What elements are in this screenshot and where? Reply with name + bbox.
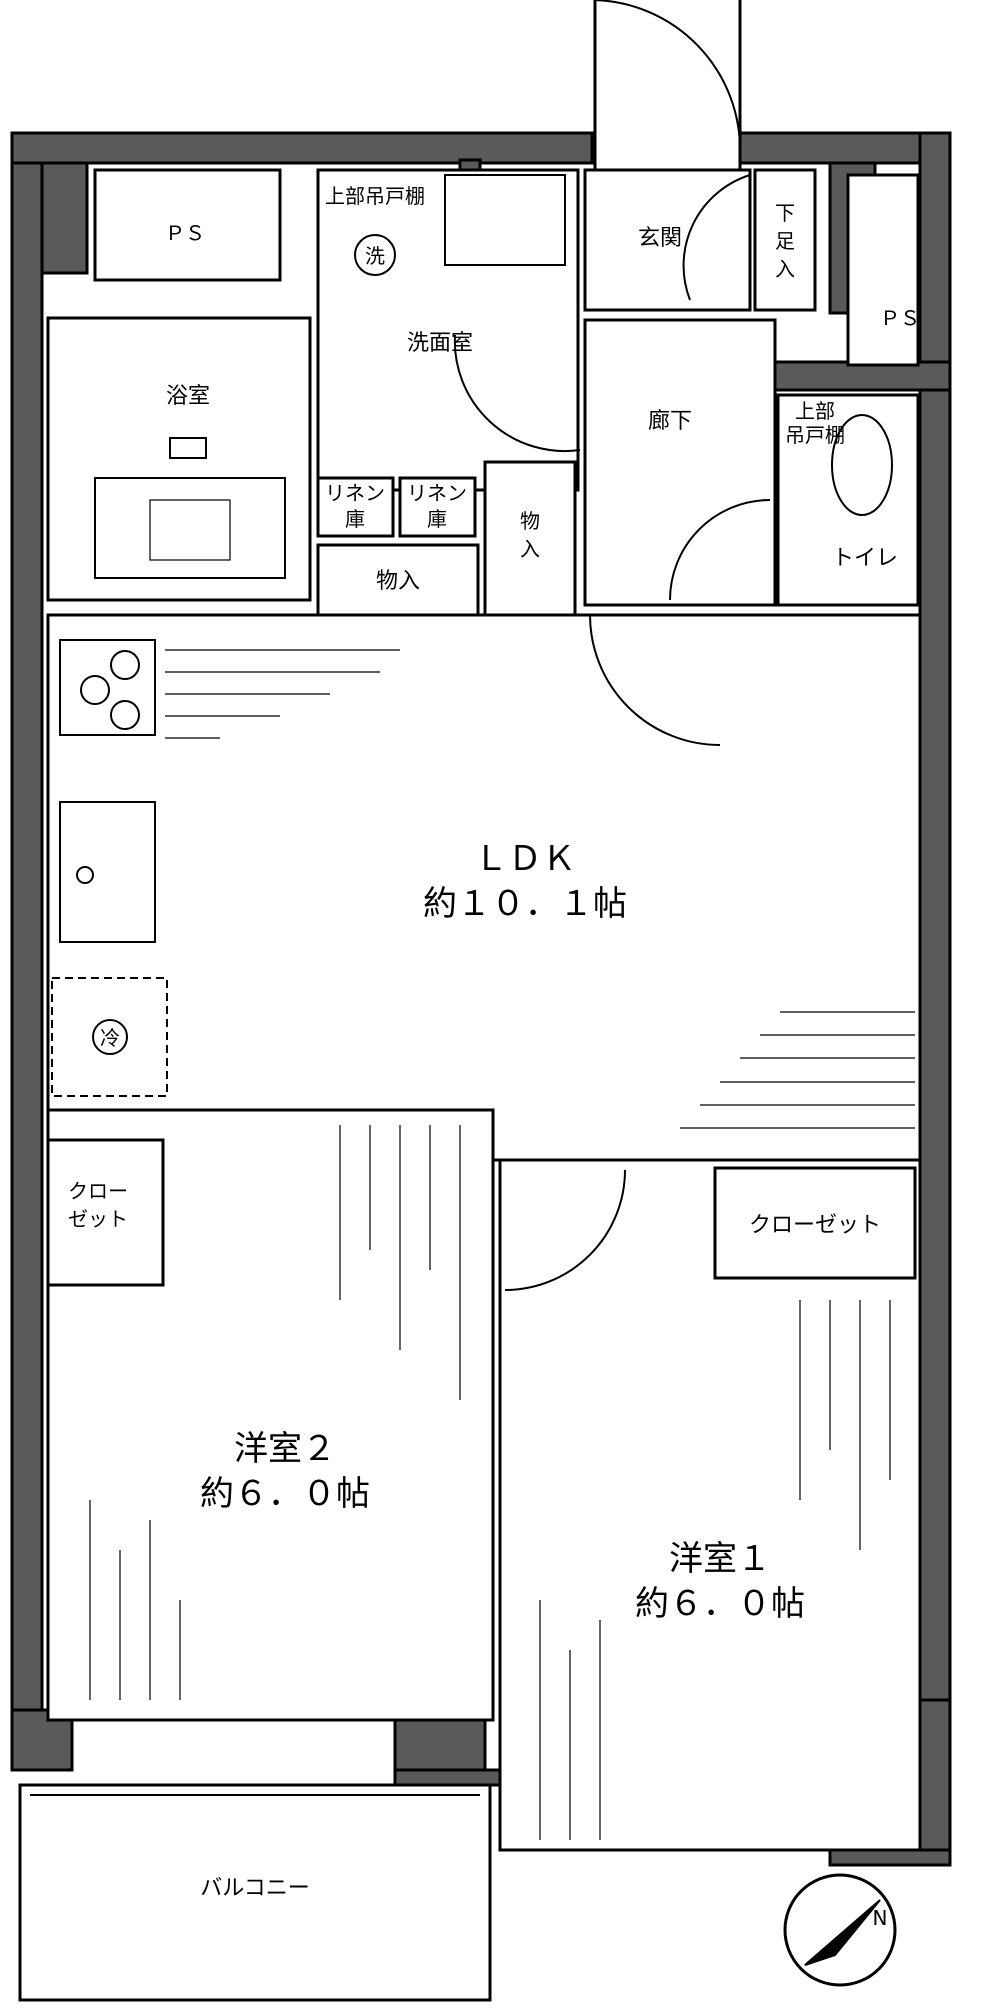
balcony-label: バルコニー [200, 1876, 310, 1901]
washroom-label: 洗面室 [407, 331, 473, 356]
ldk-door-swing [589, 614, 721, 746]
entrance-label: 玄関 [638, 226, 682, 251]
closet-right [713, 1166, 917, 1280]
flooring-lines-ldk [165, 649, 915, 1129]
western-room-2-size: 約６．０帖 [200, 1474, 370, 1514]
hallway [583, 318, 777, 607]
compass: N [783, 1873, 897, 1987]
linen-1-label-2: 庫 [345, 507, 365, 531]
compass-ring [783, 1873, 897, 1987]
ps-top [93, 168, 282, 282]
compass-north-label: N [873, 1906, 888, 1930]
upper-cabinet-1-label: 上部吊戸棚 [325, 184, 425, 208]
ldk-name: ＬＤＫ [474, 839, 576, 879]
upper-cabinet-2-label-2: 吊戸棚 [785, 423, 845, 447]
closet-left-label-1: クロー [68, 1179, 128, 1203]
entrance-inner-door [682, 174, 751, 301]
toilet-label: トイレ [832, 546, 898, 571]
flooring-lines-western2 [89, 1125, 461, 1700]
entrance [583, 168, 752, 312]
storage-2-label-2: 入 [520, 537, 540, 561]
shoe-box [753, 168, 817, 312]
bath-drain [149, 499, 231, 561]
western-room-1-name: 洋室１ [669, 1539, 771, 1579]
linen-2 [398, 476, 477, 538]
storage-2 [483, 460, 577, 617]
upper-cabinet-2-label-1: 上部 [795, 399, 835, 423]
linen-1-label-1: リネン [325, 481, 385, 505]
shoe-box-label-2: 足 [775, 229, 795, 253]
washer-icon [354, 234, 396, 276]
bathroom-label: 浴室 [166, 384, 210, 409]
ldk [46, 613, 922, 1162]
western-room-1-size: 約６．０帖 [635, 1584, 805, 1624]
washer-label: 洗 [365, 244, 385, 268]
ps-right [846, 173, 920, 367]
ps-right-label: ＰＳ [880, 306, 920, 330]
shoe-box-label-3: 入 [775, 257, 795, 281]
burner-3 [110, 700, 140, 730]
toilet-bowl [831, 414, 893, 516]
sink-drain [76, 866, 94, 884]
entrance-door [593, 0, 742, 170]
toilet [776, 393, 920, 607]
stove [59, 639, 156, 736]
fridge-icon [92, 1019, 128, 1055]
hallway-label: 廊下 [648, 409, 692, 434]
fridge-label: 冷 [100, 1026, 120, 1050]
burner-1 [110, 650, 140, 680]
wash-basin [444, 174, 566, 266]
washroom [316, 168, 580, 492]
ps-top-label: ＰＳ [165, 221, 205, 245]
flooring-lines-western1 [539, 1300, 891, 1840]
closet-left [46, 1138, 165, 1287]
washroom-door-swing [453, 334, 581, 453]
closet-left-label-2: ゼット [68, 1207, 128, 1231]
linen-2-label-1: リネン [407, 481, 467, 505]
fridge-space [51, 977, 168, 1097]
storage-1-label: 物入 [376, 569, 420, 594]
compass-arrow [804, 1899, 881, 1966]
kitchen-sink [59, 801, 156, 943]
bathtub [94, 477, 286, 579]
ldk-size: 約１０．１帖 [423, 884, 627, 924]
linen-2-label-2: 庫 [427, 507, 447, 531]
balcony [18, 1783, 492, 2002]
linen-1 [316, 476, 395, 538]
hallway-door-swing [669, 499, 771, 601]
western1-door-swing [504, 1169, 626, 1291]
shoe-box-label-1: 下 [775, 201, 795, 225]
storage-2-label-1: 物 [520, 509, 540, 533]
western-room-2-name: 洋室２ [234, 1429, 336, 1469]
bath-faucet [169, 437, 207, 459]
burner-2 [80, 675, 110, 705]
closet-right-label: クローゼット [749, 1213, 881, 1238]
